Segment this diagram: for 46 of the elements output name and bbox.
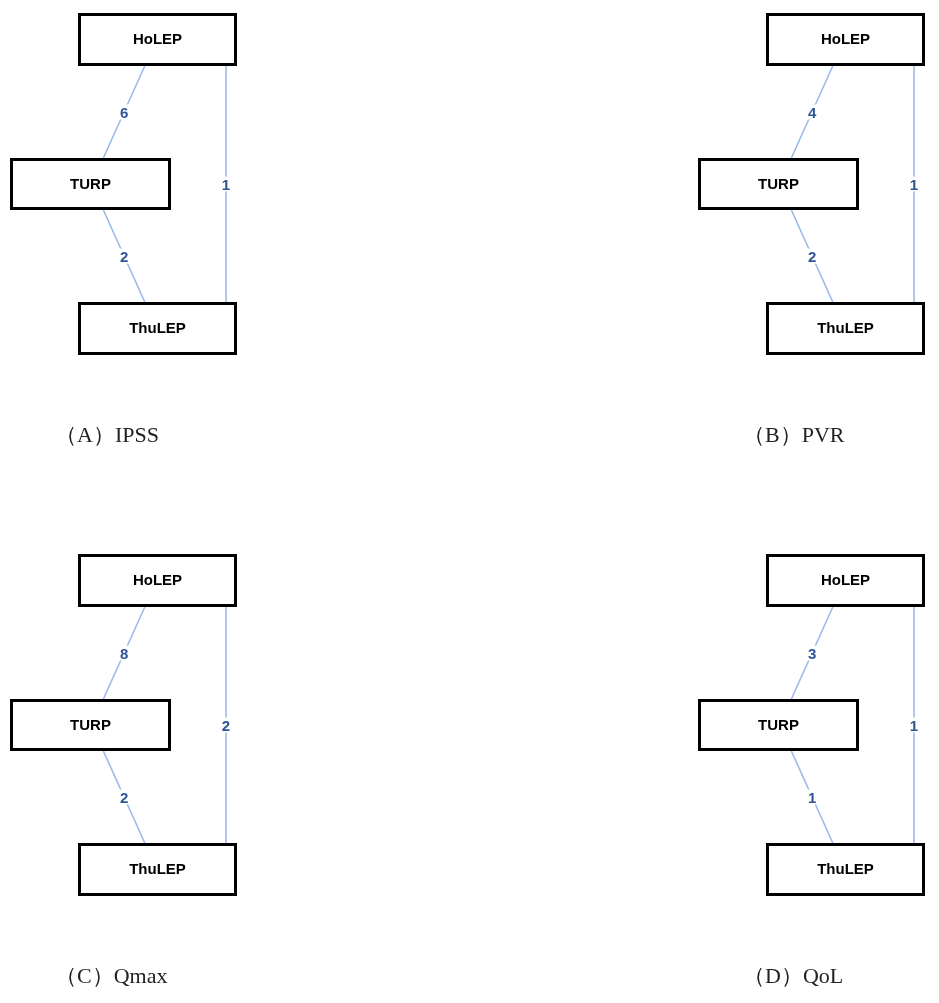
box-label: HoLEP	[820, 29, 871, 50]
process-box	[10, 158, 171, 210]
connector-line	[790, 65, 834, 159]
process-box	[766, 13, 925, 66]
edge-label: 2	[118, 789, 130, 805]
edge-label: 2	[806, 248, 818, 264]
connector-line	[225, 606, 227, 844]
box-label: ThuLEP	[129, 859, 186, 880]
process-box	[78, 843, 237, 896]
connector-line	[913, 65, 915, 303]
process-box	[766, 843, 925, 896]
edge-label: 4	[806, 104, 818, 120]
process-box	[698, 699, 859, 751]
edge-label: 2	[118, 248, 130, 264]
connector-line	[913, 606, 915, 844]
box-label: TURP	[70, 173, 111, 194]
connector-line	[225, 65, 227, 303]
box-label: TURP	[758, 714, 799, 735]
panel-caption: （A）IPSS	[55, 421, 159, 449]
edge-label: 1	[806, 789, 818, 805]
edge-label: 6	[118, 104, 130, 120]
box-label: HoLEP	[132, 570, 183, 591]
box-label: TURP	[758, 173, 799, 194]
box-label: ThuLEP	[817, 859, 874, 880]
panel-caption: （C）Qmax	[55, 962, 168, 990]
process-box	[78, 554, 237, 607]
edge-label: 8	[118, 645, 130, 661]
edge-label: 1	[220, 176, 232, 192]
process-box	[78, 13, 237, 66]
panel-caption: （D）QoL	[743, 962, 844, 990]
edge-label: 2	[220, 717, 232, 733]
process-box	[10, 699, 171, 751]
process-box	[78, 302, 237, 355]
box-label: TURP	[70, 714, 111, 735]
process-box	[766, 302, 925, 355]
box-label: HoLEP	[820, 570, 871, 591]
edge-label: 3	[806, 645, 818, 661]
edge-label: 1	[908, 717, 920, 733]
box-label: ThuLEP	[129, 318, 186, 339]
panel-caption: （B）PVR	[743, 421, 845, 449]
connector-line	[790, 606, 834, 700]
edge-label: 1	[908, 176, 920, 192]
box-label: HoLEP	[132, 29, 183, 50]
process-box	[766, 554, 925, 607]
process-box	[698, 158, 859, 210]
box-label: ThuLEP	[817, 318, 874, 339]
